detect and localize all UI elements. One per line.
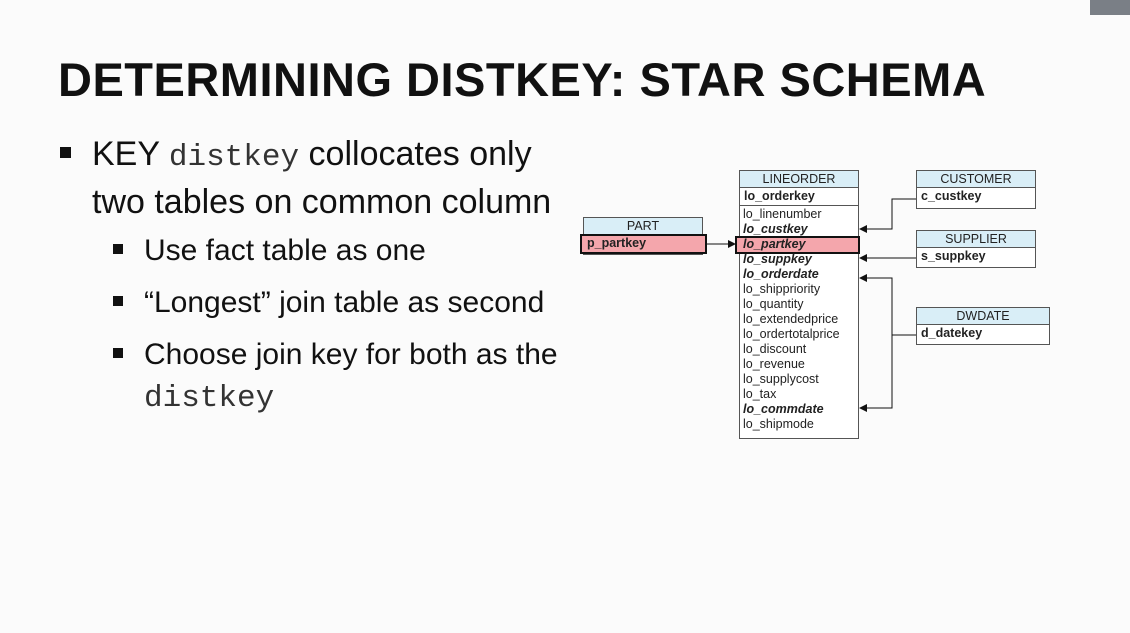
dwdate-header: DWDATE [917, 308, 1049, 325]
subbullet-choose-key: Choose join key for both as the distkey [58, 334, 578, 420]
lineorder-field: lo_ordertotalprice [743, 327, 840, 341]
customer-header: CUSTOMER [917, 171, 1035, 188]
lineorder-field: lo_shippriority [743, 282, 821, 296]
customer-key: c_custkey [921, 189, 982, 203]
lineorder-field: lo_quantity [743, 297, 804, 311]
slide-title: DETERMINING DISTKEY: STAR SCHEMA [58, 53, 987, 106]
bullet-text-post: collocates only two tables on common col… [92, 135, 552, 221]
partkey-highlight [735, 236, 860, 254]
lineorder-field: lo_custkey [743, 222, 808, 236]
dwdate-link-line [859, 274, 916, 336]
lineorder-header: LINEORDER [740, 171, 858, 188]
part-key-highlight [580, 234, 707, 254]
dwdate-key: d_datekey [921, 326, 983, 340]
lineorder-field: lo_orderdate [743, 267, 819, 281]
lineorder-table: LINEORDER lo_orderkey [739, 170, 859, 439]
lineorder-field: lo_shipmode [743, 417, 814, 431]
lineorder-field: lo_supplycost [743, 372, 819, 386]
supplier-key: s_suppkey [921, 249, 986, 263]
part-header: PART [584, 218, 702, 235]
supplier-header: SUPPLIER [917, 231, 1035, 248]
subbullet-text: Choose join key for both as the [144, 338, 558, 371]
lineorder-field: lo_partkey [743, 237, 806, 251]
customer-link-line [859, 198, 916, 233]
bullet-distkey: KEY distkey collocates only two tables o… [58, 132, 578, 224]
lineorder-field: lo_commdate [743, 402, 824, 416]
bullet-list: KEY distkey collocates only two tables o… [58, 132, 578, 420]
dwdate-table: DWDATE d_datekey [916, 307, 1050, 345]
lineorder-field: lo_revenue [743, 357, 805, 371]
distkey-code: distkey [144, 381, 275, 416]
lineorder-field: lo_extendedprice [743, 312, 839, 326]
dwdate-commdate-line [859, 335, 893, 412]
part-key: p_partkey [587, 236, 647, 250]
corner-decoration [1090, 0, 1130, 15]
lineorder-field: lo_discount [743, 342, 807, 356]
lineorder-key: lo_orderkey [740, 188, 858, 206]
lineorder-field: lo_suppkey [743, 252, 812, 266]
customer-table: CUSTOMER c_custkey [916, 170, 1036, 209]
subbullet-fact-table: Use fact table as one [58, 230, 578, 272]
lineorder-field: lo_tax [743, 387, 777, 401]
subbullet-longest-join: “Longest” join table as second [58, 282, 578, 324]
bullet-text-pre: KEY [92, 135, 169, 173]
distkey-code: distkey [168, 140, 300, 175]
lineorder-field: lo_linenumber [743, 207, 822, 221]
supplier-table: SUPPLIER s_suppkey [916, 230, 1036, 268]
